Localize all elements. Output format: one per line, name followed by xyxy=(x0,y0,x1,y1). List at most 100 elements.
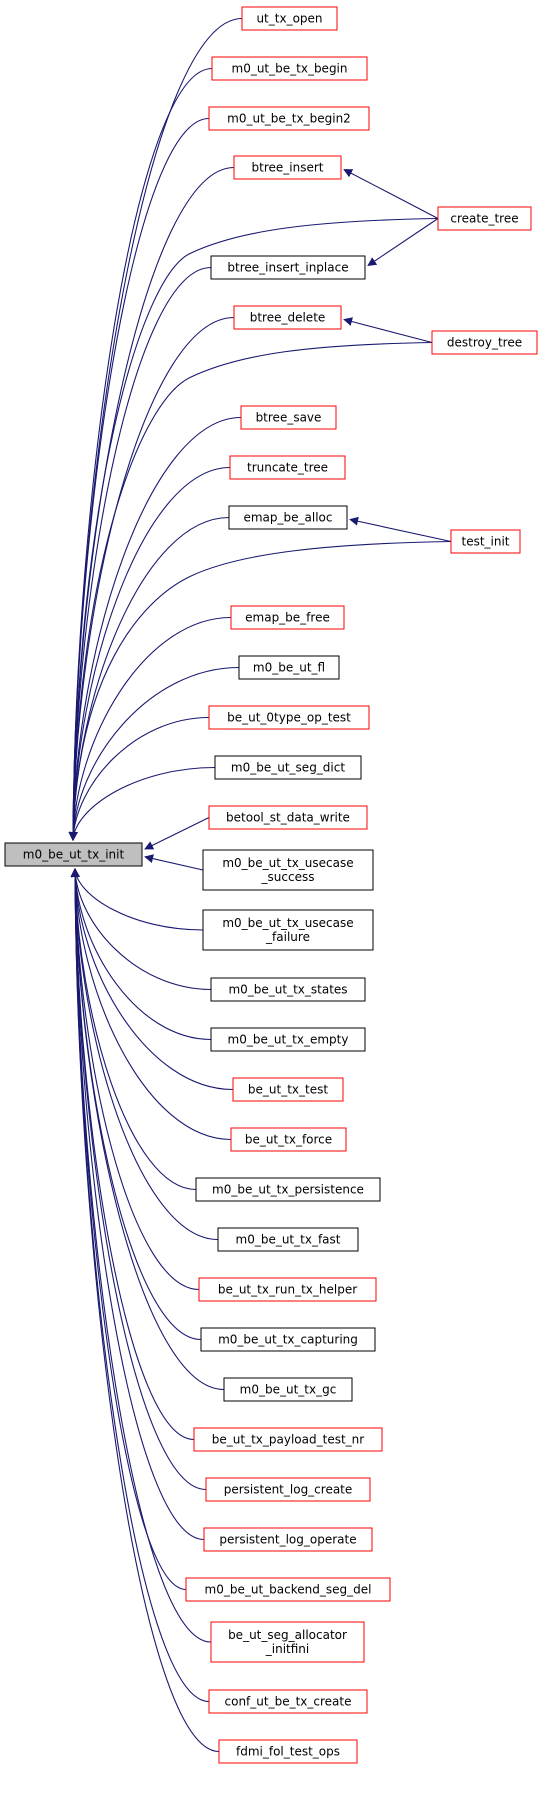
node-label: m0_be_ut_seg_dict xyxy=(231,761,345,775)
node-label: _failure xyxy=(265,930,310,944)
node-n17[interactable]: m0_be_ut_tx_states xyxy=(210,977,366,1002)
edge-s1-to-n5 xyxy=(367,218,439,267)
node-box xyxy=(208,106,370,131)
node-n6[interactable]: btree_delete xyxy=(233,305,342,330)
node-n8[interactable]: truncate_tree xyxy=(229,455,346,480)
node-box xyxy=(202,849,374,891)
node-box xyxy=(205,1477,371,1502)
node-n27[interactable]: persistent_log_create xyxy=(205,1477,371,1502)
edge-n7-to-root xyxy=(68,416,242,841)
node-box xyxy=(230,1127,347,1152)
node-n24[interactable]: m0_be_ut_tx_capturing xyxy=(200,1327,376,1352)
edge-n25-to-root xyxy=(70,868,225,1391)
node-label: be_ut_tx_test xyxy=(248,1083,328,1097)
edge-n17-to-root xyxy=(70,868,212,991)
node-n30[interactable]: be_ut_seg_allocator_initfini xyxy=(210,1621,365,1663)
node-label: persistent_log_create xyxy=(224,1483,353,1497)
node-n31[interactable]: conf_ut_be_tx_create xyxy=(208,1689,368,1714)
edge-s1-to-n4 xyxy=(343,169,439,219)
node-box xyxy=(203,1527,373,1552)
node-label: emap_be_free xyxy=(245,611,330,625)
node-box xyxy=(208,1689,368,1714)
node-n11[interactable]: m0_be_ut_fl xyxy=(238,655,340,680)
node-box xyxy=(185,1577,391,1602)
edge-n30-to-root xyxy=(70,868,212,1643)
node-n32[interactable]: fdmi_fol_test_ops xyxy=(218,1739,358,1764)
edge-s2-to-n6 xyxy=(343,317,433,344)
node-s1[interactable]: create_tree xyxy=(437,206,532,231)
node-n2[interactable]: m0_ut_be_tx_begin xyxy=(211,56,368,81)
node-n12[interactable]: be_ut_0type_op_test xyxy=(208,705,370,730)
node-label: m0_be_ut_tx_capturing xyxy=(218,1333,358,1347)
node-n9[interactable]: emap_be_alloc xyxy=(228,505,348,530)
node-s2[interactable]: destroy_tree xyxy=(431,330,538,355)
node-n29[interactable]: m0_be_ut_backend_seg_del xyxy=(185,1577,391,1602)
node-box xyxy=(214,755,362,780)
node-box xyxy=(437,206,532,231)
node-box xyxy=(238,655,340,680)
node-n28[interactable]: persistent_log_operate xyxy=(203,1527,373,1552)
node-n3[interactable]: m0_ut_be_tx_begin2 xyxy=(208,106,370,131)
edge-n28-to-root xyxy=(70,868,205,1541)
node-label: be_ut_tx_run_tx_helper xyxy=(218,1283,357,1297)
node-n15[interactable]: m0_be_ut_tx_usecase_success xyxy=(202,849,374,891)
node-n16[interactable]: m0_be_ut_tx_usecase_failure xyxy=(202,909,374,951)
edge-s3-to-root xyxy=(68,540,452,841)
node-box xyxy=(202,909,374,951)
edge-n2-to-root xyxy=(68,67,213,841)
node-n20[interactable]: be_ut_tx_force xyxy=(230,1127,347,1152)
node-n4[interactable]: btree_insert xyxy=(233,155,342,180)
node-box xyxy=(233,305,342,330)
edge-n5-to-root xyxy=(68,266,212,841)
node-n26[interactable]: be_ut_tx_payload_test_nr xyxy=(193,1427,383,1452)
node-box xyxy=(193,1427,383,1452)
node-box xyxy=(208,705,370,730)
node-box xyxy=(210,255,366,280)
node-label: m0_be_ut_backend_seg_del xyxy=(205,1583,372,1597)
node-box xyxy=(230,605,345,630)
edge-n22-to-root xyxy=(70,868,219,1241)
node-box xyxy=(233,155,342,180)
node-n25[interactable]: m0_be_ut_tx_gc xyxy=(223,1377,353,1402)
node-n5[interactable]: btree_insert_inplace xyxy=(210,255,366,280)
node-label: m0_be_ut_tx_empty xyxy=(228,1033,349,1047)
node-box xyxy=(450,529,521,554)
edge-n13-to-root xyxy=(69,766,216,841)
node-n13[interactable]: m0_be_ut_seg_dict xyxy=(214,755,362,780)
node-n10[interactable]: emap_be_free xyxy=(230,605,345,630)
node-label: be_ut_0type_op_test xyxy=(227,711,351,725)
node-n1[interactable]: ut_tx_open xyxy=(241,6,338,31)
edge-n8-to-root xyxy=(68,466,231,841)
node-n19[interactable]: be_ut_tx_test xyxy=(232,1077,344,1102)
edge-n9-to-root xyxy=(68,516,230,841)
node-box xyxy=(240,405,337,430)
node-n7[interactable]: btree_save xyxy=(240,405,337,430)
node-s3[interactable]: test_init xyxy=(450,529,521,554)
node-n14[interactable]: betool_st_data_write xyxy=(208,805,368,830)
node-label: m0_be_ut_tx_persistence xyxy=(212,1183,364,1197)
root-node[interactable]: m0_be_ut_tx_init xyxy=(4,842,143,867)
node-label: be_ut_tx_force xyxy=(245,1133,332,1147)
edge-s2-to-root xyxy=(68,341,433,841)
node-n23[interactable]: be_ut_tx_run_tx_helper xyxy=(198,1277,377,1302)
node-label: destroy_tree xyxy=(447,336,522,350)
node-label: m0_be_ut_tx_states xyxy=(228,983,347,997)
node-label: m0_be_ut_tx_fast xyxy=(236,1233,341,1247)
nodes-layer: m0_be_ut_tx_init ut_tx_open m0_ut_be_tx_be… xyxy=(4,6,538,1764)
node-n22[interactable]: m0_be_ut_tx_fast xyxy=(217,1227,359,1252)
node-label: btree_insert_inplace xyxy=(227,261,348,275)
node-label: m0_be_ut_tx_gc xyxy=(240,1383,337,1397)
node-n21[interactable]: m0_be_ut_tx_persistence xyxy=(195,1177,381,1202)
node-label: btree_save xyxy=(256,411,322,425)
node-n18[interactable]: m0_be_ut_tx_empty xyxy=(210,1027,366,1052)
node-box xyxy=(211,56,368,81)
node-label: m0_be_ut_tx_init xyxy=(23,848,125,862)
edge-n14-to-root xyxy=(144,817,210,850)
node-label: test_init xyxy=(461,535,509,549)
edge-n23-to-root xyxy=(70,868,200,1291)
node-label: emap_be_alloc xyxy=(243,511,332,525)
edge-n20-to-root xyxy=(70,868,232,1141)
node-label: btree_delete xyxy=(250,311,326,325)
edge-s3-to-n9 xyxy=(349,516,452,543)
edge-n15-to-root xyxy=(144,854,204,871)
